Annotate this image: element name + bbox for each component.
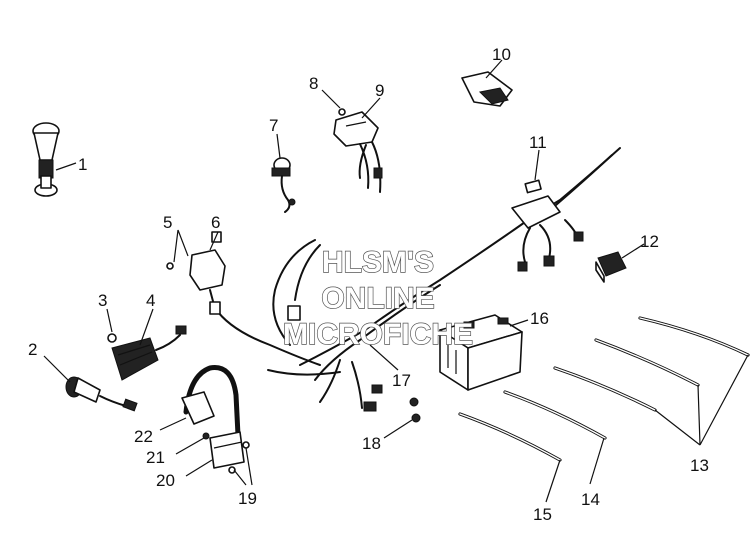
callout-4: 4 <box>146 291 155 310</box>
callout-18: 18 <box>362 434 381 453</box>
callout-22: 22 <box>134 427 153 446</box>
callout-15: 15 <box>533 505 552 524</box>
callout-20: 20 <box>156 471 175 490</box>
part-1-ignition-switch <box>32 122 60 197</box>
part-8-9-cdi-box <box>333 108 383 193</box>
part-7-indicator <box>271 157 296 213</box>
watermark: HLSM'S ONLINE MICROFICHE <box>282 245 473 351</box>
callout-1: 1 <box>78 155 87 174</box>
part-18-bolts <box>409 397 421 423</box>
callout-21: 21 <box>146 448 165 467</box>
callout-10: 10 <box>492 45 511 64</box>
callout-14: 14 <box>581 490 600 509</box>
watermark-line-1: HLSM'S <box>322 246 434 279</box>
callout-11: 11 <box>529 133 547 152</box>
part-2-switch <box>65 376 138 412</box>
callout-3: 3 <box>98 291 107 310</box>
watermark-line-2: ONLINE <box>321 282 434 315</box>
callout-8: 8 <box>309 74 318 93</box>
part-19-22-ignition-coil <box>181 365 250 474</box>
part-5-6-relay <box>166 231 226 306</box>
callout-17: 17 <box>392 371 411 390</box>
callout-13: 13 <box>690 456 709 475</box>
part-13-14-15-straps <box>458 316 750 462</box>
callout-2: 2 <box>28 340 37 359</box>
part-10-cover <box>461 71 513 107</box>
callout-16: 16 <box>530 309 549 328</box>
part-16-battery <box>439 314 523 391</box>
callout-numbers: 1 2 3 4 5 6 7 8 9 10 11 12 13 14 15 16 1… <box>28 45 709 524</box>
part-3-4-regulator <box>107 325 187 381</box>
callout-19: 19 <box>238 489 257 508</box>
callout-7: 7 <box>269 116 278 135</box>
leader-lines <box>43 59 749 503</box>
callout-9: 9 <box>375 81 384 100</box>
callout-6: 6 <box>211 213 220 232</box>
watermark-line-3: MICROFICHE <box>283 318 473 351</box>
part-11-fuse <box>524 179 542 194</box>
part-12-relay <box>595 251 627 283</box>
callout-5: 5 <box>163 213 172 232</box>
part-17-harness <box>209 147 621 412</box>
callout-12: 12 <box>640 232 659 251</box>
